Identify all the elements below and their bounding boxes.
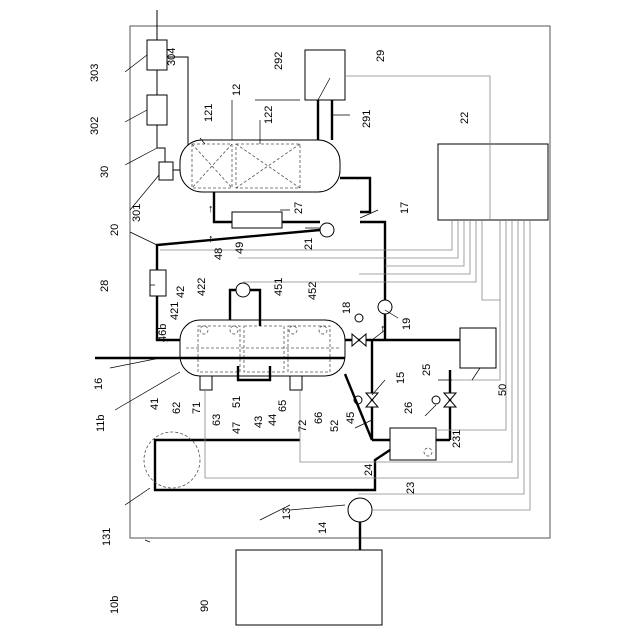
label-27: 27 bbox=[293, 202, 305, 214]
box-90 bbox=[236, 550, 382, 625]
label-421: 421 bbox=[169, 302, 181, 320]
label-65: 65 bbox=[277, 400, 289, 412]
box-301 bbox=[159, 162, 173, 180]
label-52: 52 bbox=[329, 420, 341, 432]
valve-15-icon bbox=[366, 393, 378, 407]
pipe-13 bbox=[155, 374, 390, 490]
label-15: 15 bbox=[395, 372, 407, 384]
label-28: 28 bbox=[99, 280, 111, 292]
pump-49-icon bbox=[236, 283, 250, 297]
label-63: 63 bbox=[211, 414, 223, 426]
label-292: 292 bbox=[273, 52, 285, 70]
box-303 bbox=[147, 40, 167, 70]
label-422: 422 bbox=[196, 278, 208, 296]
label-30: 30 bbox=[99, 166, 111, 178]
heat-exchanger-27 bbox=[232, 212, 282, 228]
label-51: 51 bbox=[231, 396, 243, 408]
valve-26-icon bbox=[444, 393, 456, 407]
label-49: 49 bbox=[234, 242, 246, 254]
label-41: 41 bbox=[149, 398, 161, 410]
leader-lines bbox=[110, 55, 480, 542]
label-19: 19 bbox=[401, 318, 413, 330]
label-17: 17 bbox=[399, 202, 411, 214]
label-44: 44 bbox=[267, 414, 279, 426]
label-14: 14 bbox=[317, 522, 329, 534]
arrow-out: → bbox=[350, 171, 361, 183]
label-121: 121 bbox=[203, 104, 215, 122]
label-50: 50 bbox=[497, 384, 509, 396]
box-50 bbox=[460, 328, 496, 368]
pump-14-icon bbox=[348, 498, 372, 522]
actuator-26-icon bbox=[432, 396, 440, 404]
label-66: 66 bbox=[313, 412, 325, 424]
label-291: 291 bbox=[361, 110, 373, 128]
controller-22 bbox=[438, 144, 548, 220]
label-231: 231 bbox=[451, 430, 463, 448]
label-13: 13 bbox=[281, 508, 293, 520]
label-122: 122 bbox=[263, 106, 275, 124]
pipe-out-drum bbox=[340, 178, 370, 212]
pump-21-icon bbox=[320, 223, 334, 237]
label-24: 24 bbox=[363, 464, 375, 476]
label-26: 26 bbox=[403, 402, 415, 414]
arrow-up-1: ↑ bbox=[208, 203, 214, 215]
label-452: 452 bbox=[307, 282, 319, 300]
label-451: 451 bbox=[273, 278, 285, 296]
fixture-62 bbox=[200, 376, 212, 390]
label-10b: 10b bbox=[109, 596, 121, 614]
valve-18-icon bbox=[352, 334, 366, 346]
box-28 bbox=[150, 270, 166, 296]
label-46b: 46b bbox=[157, 324, 169, 342]
pump-19-icon bbox=[378, 300, 392, 314]
label-90: 90 bbox=[199, 600, 211, 612]
line-304 bbox=[167, 57, 188, 148]
label-302: 302 bbox=[89, 117, 101, 135]
label-131: 131 bbox=[101, 528, 113, 546]
box-302 bbox=[147, 95, 167, 125]
label-72: 72 bbox=[297, 420, 309, 432]
label-48: 48 bbox=[213, 248, 225, 260]
label-18: 18 bbox=[341, 302, 353, 314]
label-16: 16 bbox=[93, 378, 105, 390]
label-301: 301 bbox=[131, 204, 143, 222]
label-303: 303 bbox=[89, 64, 101, 82]
fixture-65 bbox=[290, 376, 302, 390]
arrow-up-2: ↑ bbox=[208, 233, 214, 245]
label-12: 12 bbox=[231, 84, 243, 96]
label-29: 29 bbox=[375, 50, 387, 62]
pipe-291 bbox=[318, 100, 332, 140]
label-11b: 11b bbox=[95, 414, 107, 432]
drum-12 bbox=[180, 140, 340, 192]
box-29 bbox=[305, 50, 345, 100]
label-43: 43 bbox=[253, 416, 265, 428]
box-23 bbox=[390, 428, 436, 460]
label-45: 45 bbox=[345, 412, 357, 424]
label-20: 20 bbox=[109, 224, 121, 236]
line-302-301 bbox=[157, 125, 165, 162]
label-25: 25 bbox=[421, 364, 433, 376]
label-47: 47 bbox=[231, 422, 243, 434]
label-42: 42 bbox=[175, 286, 187, 298]
label-23: 23 bbox=[405, 482, 417, 494]
label-71: 71 bbox=[191, 402, 203, 414]
label-304: 304 bbox=[166, 48, 178, 66]
label-62: 62 bbox=[171, 402, 183, 414]
label-22: 22 bbox=[459, 112, 471, 124]
label-21: 21 bbox=[303, 238, 315, 250]
actuator-18-icon bbox=[355, 314, 363, 322]
pipe-17 bbox=[360, 222, 385, 300]
